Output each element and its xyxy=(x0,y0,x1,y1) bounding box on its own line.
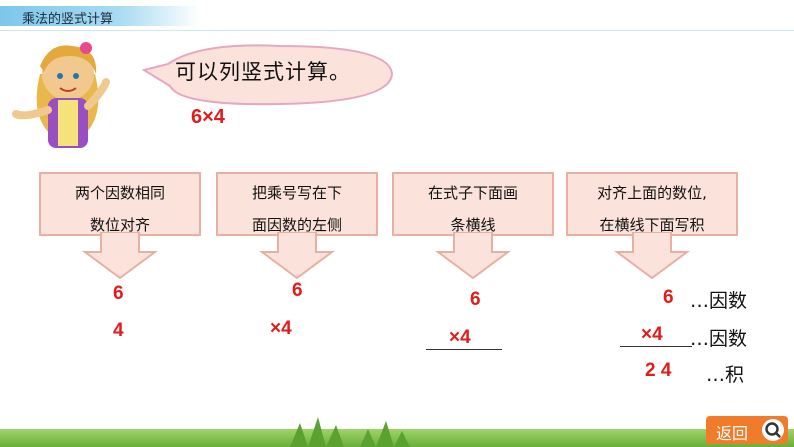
back-button[interactable]: 返回 xyxy=(706,416,788,444)
col4-product: 2 4 xyxy=(645,360,672,381)
title-band xyxy=(0,6,200,26)
grass-decoration xyxy=(0,429,794,447)
down-arrow-icon xyxy=(258,232,336,280)
step-text-line1: 对齐上面的数位, xyxy=(597,184,707,202)
step-text-line2: 在横线下面写积 xyxy=(599,216,705,234)
search-icon[interactable] xyxy=(762,419,784,441)
step-box: 两个因数相同 数位对齐 xyxy=(39,172,201,236)
grass-icon xyxy=(290,417,410,447)
step-text-line2: 条横线 xyxy=(450,216,496,234)
speech-bubble xyxy=(141,44,394,106)
step-box: 把乘号写在下 面因数的左侧 xyxy=(216,172,378,236)
bubble-text: 可以列竖式计算。 xyxy=(175,60,351,84)
col4-bottom-number: ×4 xyxy=(641,324,663,345)
down-arrow-icon xyxy=(81,232,159,280)
bottom-bar xyxy=(0,409,794,447)
step-text-line1: 两个因数相同 xyxy=(74,184,165,202)
down-arrow-icon xyxy=(613,232,691,280)
col4-top-label: …因数 xyxy=(690,290,748,312)
col2-top-number: 6 xyxy=(292,280,303,301)
step-box: 对齐上面的数位, 在横线下面写积 xyxy=(566,172,738,236)
step-text-line1: 在式子下面画 xyxy=(427,184,518,202)
col1-bottom-number: 4 xyxy=(113,320,124,341)
down-arrow-icon xyxy=(434,232,512,280)
col3-top-number: 6 xyxy=(470,289,481,310)
girl-illustration-icon xyxy=(12,42,110,148)
col3-rule xyxy=(426,349,502,350)
col4-rule xyxy=(620,346,692,347)
step-text-line2: 面因数的左侧 xyxy=(251,216,342,234)
col3-bottom-number: ×4 xyxy=(449,327,471,348)
lesson-title: 乘法的竖式计算 xyxy=(22,12,114,27)
step-text-line1: 把乘号写在下 xyxy=(251,184,342,202)
back-button-label: 返回 xyxy=(716,424,749,443)
col4-product-label: …积 xyxy=(706,364,745,386)
top-bar: 乘法的竖式计算 xyxy=(0,0,794,32)
col1-top-number: 6 xyxy=(113,283,124,304)
expression: 6×4 xyxy=(191,106,225,128)
col4-top-number: 6 xyxy=(663,287,674,308)
top-divider xyxy=(0,30,794,31)
step-text-line2: 数位对齐 xyxy=(89,216,150,234)
step-box: 在式子下面画 条横线 xyxy=(392,172,554,236)
col4-bottom-label: …因数 xyxy=(690,328,748,350)
col2-bottom-number: ×4 xyxy=(270,318,292,339)
